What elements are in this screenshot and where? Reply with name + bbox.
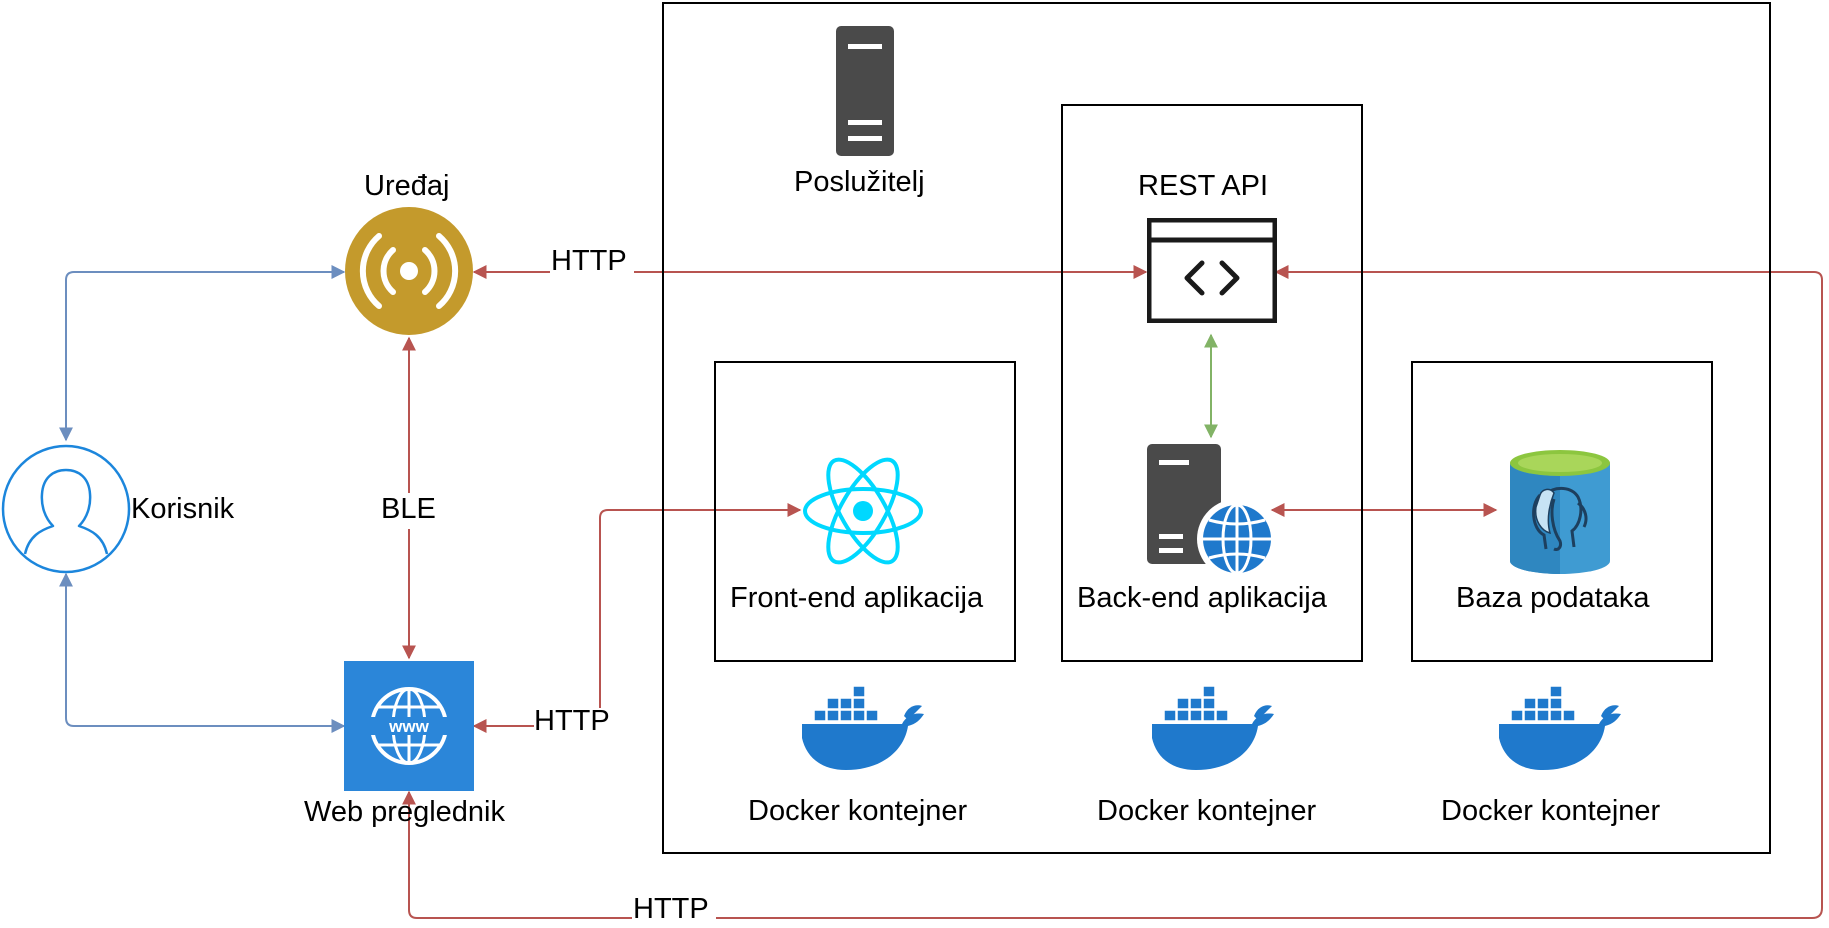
- database-label: Baza podataka: [1456, 582, 1650, 614]
- browser-label: Web preglednik: [304, 796, 505, 828]
- http-device-rest-label: HTTP: [551, 245, 627, 277]
- docker-database-label: Docker kontejner: [1441, 795, 1661, 827]
- wireless-device-icon: [344, 206, 474, 336]
- http-browser-rest-label: HTTP: [633, 893, 709, 925]
- frontend-label: Front-end aplikacija: [730, 582, 984, 614]
- user-icon: [1, 444, 131, 574]
- svg-text:www: www: [388, 717, 429, 736]
- docker-whale-icon: [1150, 676, 1276, 771]
- www-globe-icon: www: [344, 661, 474, 791]
- database-container-box: [1411, 361, 1713, 662]
- server-icon: [836, 26, 894, 156]
- react-icon: [802, 452, 924, 570]
- device-label: Uređaj: [364, 170, 450, 202]
- postgresql-database-icon: [1510, 449, 1610, 575]
- backend-container-box: [1061, 104, 1363, 662]
- browser-rest-loop-arrow: [402, 265, 1823, 919]
- web-server-icon: [1147, 444, 1277, 576]
- code-window-icon: [1147, 218, 1277, 323]
- label-bg-ble: [378, 493, 442, 529]
- docker-frontend-label: Docker kontejner: [748, 795, 968, 827]
- server-boundary: [662, 2, 1771, 854]
- frontend-container-box: [714, 361, 1016, 662]
- ble-label: BLE: [381, 493, 436, 525]
- user-device-arrow: [59, 265, 346, 442]
- http-browser-frontend-label: HTTP: [534, 705, 610, 737]
- docker-backend-label: Docker kontejner: [1097, 795, 1317, 827]
- rest-api-label: REST API: [1138, 170, 1269, 202]
- user-label: Korisnik: [131, 493, 235, 525]
- server-label: Poslužitelj: [794, 166, 925, 198]
- backend-label: Back-end aplikacija: [1077, 582, 1327, 614]
- docker-whale-icon: [1497, 676, 1623, 771]
- label-bg-http-mid: [534, 708, 618, 744]
- docker-whale-icon: [800, 676, 926, 771]
- user-browser-arrow: [59, 572, 346, 733]
- label-bg-http-bottom: [632, 898, 716, 928]
- label-bg-http-top: [550, 252, 634, 288]
